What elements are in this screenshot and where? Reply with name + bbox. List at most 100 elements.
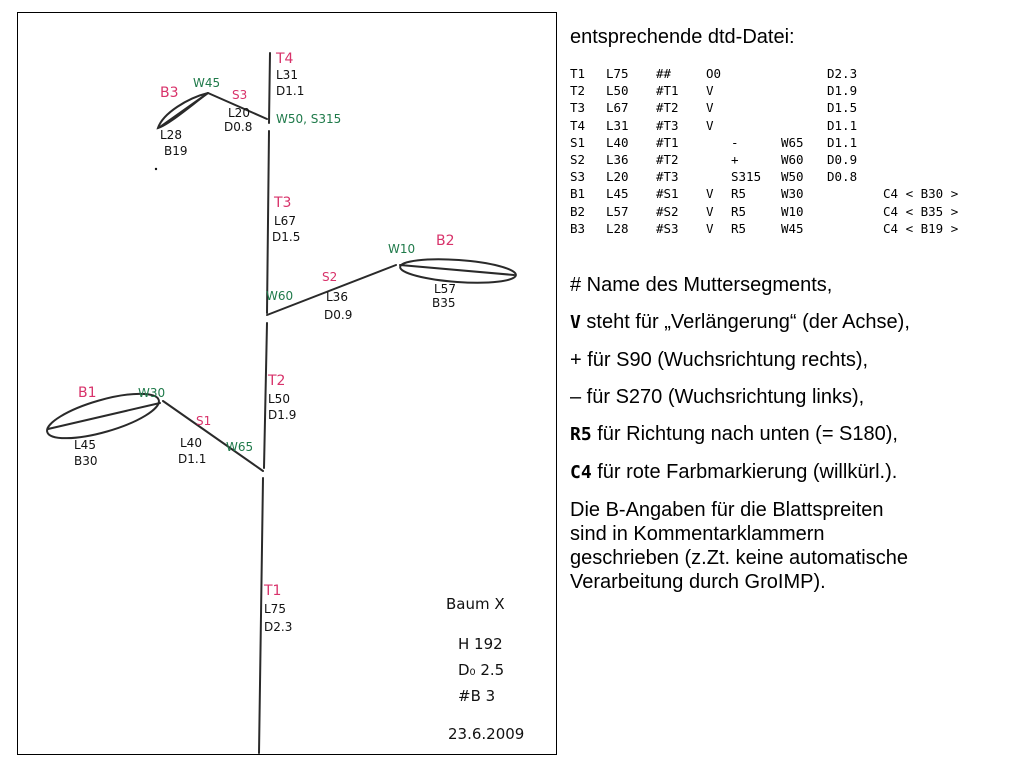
dtd-cell: L67 — [606, 100, 629, 116]
dtd-cell: V — [706, 186, 714, 202]
dtd-cell: V — [706, 203, 714, 219]
label-t2-length: L50 — [268, 392, 290, 406]
label-t4-length: L31 — [276, 68, 298, 82]
legend-paragraph-line-3: geschrieben (z.Zt. keine automatische — [570, 547, 908, 570]
label-w10: W10 — [388, 242, 415, 256]
sketch-panel: T4 L31 D1.1 B3 W45 S3 L20 D0.8 L28 B19 W… — [17, 12, 557, 755]
dtd-cell: D1.1 — [827, 134, 858, 150]
label-s1-length: L40 — [180, 436, 202, 450]
label-s3-length: L20 — [228, 106, 250, 120]
dtd-cell — [883, 82, 993, 99]
label-w65: W65 — [226, 440, 253, 454]
dtd-cell — [731, 65, 781, 82]
dtd-cell: B2 — [570, 203, 586, 219]
dtd-cell: T1 — [570, 66, 586, 81]
label-w50-s315: W50, S315 — [276, 112, 341, 126]
branch-s3 — [207, 92, 268, 120]
dtd-cell: W50 — [781, 169, 804, 185]
dtd-cell — [883, 65, 993, 82]
dtd-cell — [827, 185, 883, 202]
label-s3: S3 — [232, 88, 247, 102]
dtd-cell — [883, 168, 993, 185]
ink-dot — [154, 167, 158, 171]
dtd-cell: W45 — [781, 220, 804, 236]
legend-paragraph-line-1: Die B-Angaben für die Blattspreiten — [570, 499, 884, 522]
dtd-cell: R5 — [731, 203, 747, 219]
label-t2-diameter: D1.9 — [268, 408, 296, 422]
label-s2-length: L36 — [326, 290, 348, 304]
dtd-cell — [731, 99, 781, 116]
trunk-segment-t1 — [258, 477, 264, 754]
dtd-cell — [781, 99, 827, 116]
dtd-cell: #T3 — [656, 117, 679, 133]
dtd-cell: #S1 — [656, 186, 679, 202]
note-count: #B 3 — [458, 687, 495, 705]
dtd-cell: L50 — [606, 83, 629, 99]
dtd-cell: + — [731, 152, 739, 168]
dtd-cell — [883, 134, 993, 151]
dtd-cell: C4 < B19 > — [883, 220, 959, 236]
dtd-cell: V — [706, 220, 714, 236]
dtd-cell: W10 — [781, 203, 804, 219]
label-t4: T4 — [275, 51, 294, 67]
dtd-cell: V — [706, 117, 714, 133]
legend-r5-text: für Richtung nach unten (= S180), — [591, 423, 898, 446]
dtd-cell: B1 — [570, 186, 586, 202]
dtd-cell: D1.1 — [827, 117, 858, 133]
legend-c4-text: für rote Farbmarkierung (willkürl.). — [591, 461, 898, 484]
legend-plus: + für S90 (Wuchsrichtung rechts), — [570, 349, 869, 372]
legend-r5: R5 für Richtung nach unten (= S180), — [570, 422, 1020, 447]
legend-v: V steht für „Verlängerung“ (der Achse), — [570, 310, 1020, 335]
dtd-cell — [781, 65, 827, 82]
dtd-cell — [731, 82, 781, 99]
legend-paragraph-line-2: sind in Kommentarklammern — [570, 523, 825, 546]
dtd-cell: R5 — [731, 186, 747, 202]
branch-s1 — [162, 400, 264, 472]
dtd-cell — [781, 117, 827, 134]
dtd-cell: T2 — [570, 83, 586, 99]
label-t3-length: L67 — [274, 214, 296, 228]
label-b3: B3 — [160, 85, 179, 101]
dtd-cell: B3 — [570, 220, 586, 236]
legend-c4-code: C4 — [570, 462, 592, 484]
label-b3-length: L28 — [160, 128, 182, 142]
dtd-cell: D0.8 — [827, 169, 858, 185]
dtd-cell: D0.9 — [827, 152, 858, 168]
dtd-title: entsprechende dtd-Datei: — [570, 26, 795, 48]
dtd-cell: S3 — [570, 169, 586, 185]
dtd-cell: L31 — [606, 117, 629, 133]
dtd-cell: D1.9 — [827, 83, 858, 99]
note-tree-name: Baum X — [446, 595, 505, 613]
dtd-cell — [883, 117, 993, 134]
dtd-cell — [781, 82, 827, 99]
dtd-cell: #T2 — [656, 100, 679, 116]
dtd-cell: ## — [656, 66, 672, 81]
dtd-cell: L20 — [606, 169, 629, 185]
legend-v-code: V — [570, 312, 581, 334]
label-b1-length: L45 — [74, 438, 96, 452]
label-s1: S1 — [196, 414, 211, 428]
dtd-cell — [827, 220, 883, 237]
dtd-cell: D1.5 — [827, 100, 858, 116]
label-b2: B2 — [436, 233, 455, 249]
legend-minus: – für S270 (Wuchsrichtung links), — [570, 386, 865, 409]
label-s2: S2 — [322, 270, 337, 284]
dtd-cell: #T1 — [656, 83, 679, 99]
note-date: 23.6.2009 — [448, 725, 524, 743]
dtd-cell — [827, 203, 883, 220]
dtd-cell: S1 — [570, 134, 586, 150]
dtd-cell: #S3 — [656, 220, 679, 236]
label-t1-length: L75 — [264, 602, 286, 616]
tree-sketch: T4 L31 D1.1 B3 W45 S3 L20 D0.8 L28 B19 W… — [46, 51, 524, 754]
legend-paragraph: Die B-Angaben für die Blattspreiten sind… — [570, 498, 1020, 594]
dtd-cell: D2.3 — [827, 66, 858, 81]
dtd-cell: #T3 — [656, 169, 679, 185]
dtd-cell — [706, 151, 731, 168]
